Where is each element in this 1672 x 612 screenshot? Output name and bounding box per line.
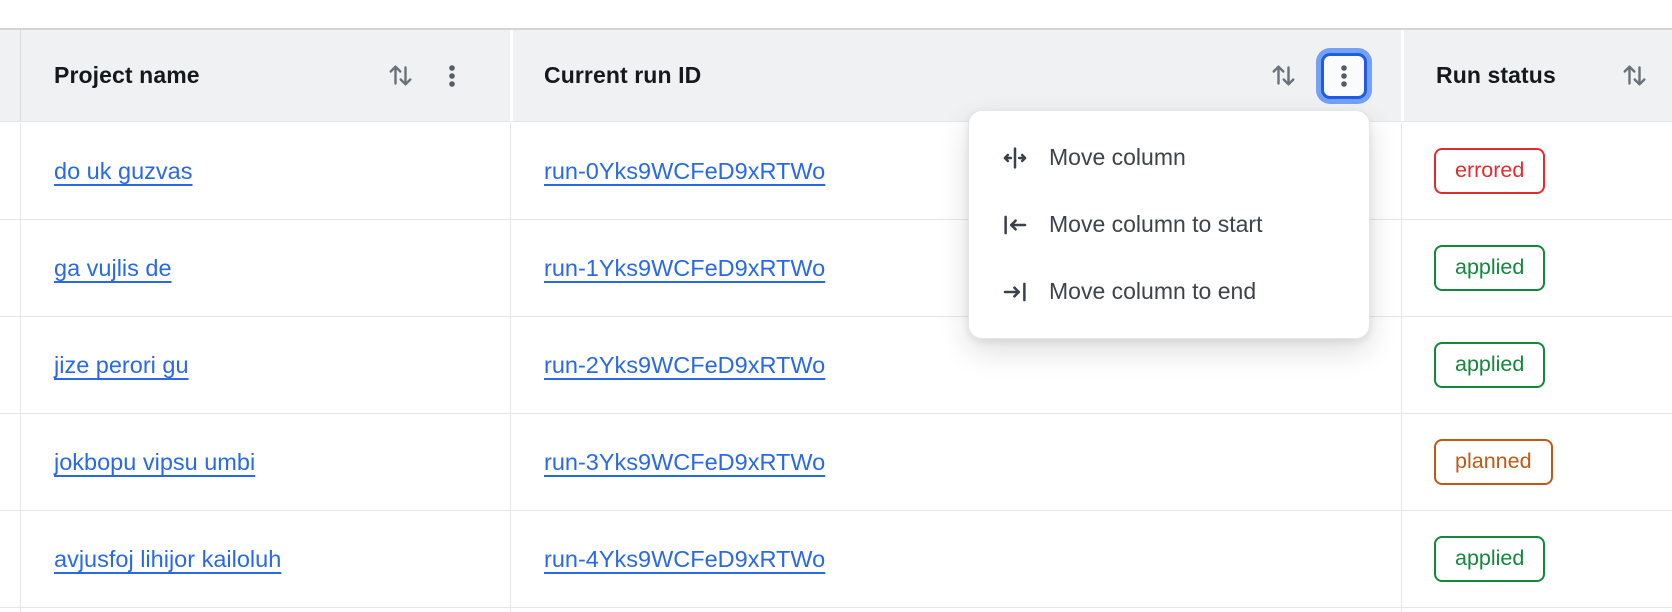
sort-arrows-icon	[385, 59, 416, 92]
move-column-to-end-icon	[1000, 277, 1030, 307]
kebab-icon	[443, 60, 461, 92]
project-name-cell: ga vujlis de	[21, 220, 511, 316]
gutter-cell	[0, 123, 21, 219]
gutter-cell	[0, 317, 21, 413]
sort-button[interactable]	[384, 59, 416, 93]
run-id-link[interactable]: run-2Yks9WCFeD9xRTWo	[544, 351, 826, 378]
column-header-project-name: Project name	[21, 30, 510, 121]
gutter-cell	[0, 414, 21, 510]
column-header-current-run-id: Current run ID	[513, 30, 1401, 121]
project-link[interactable]: do uk guzvas	[54, 157, 193, 184]
sort-arrows-icon	[1268, 59, 1299, 92]
column-options-button[interactable]	[442, 59, 462, 93]
menu-item[interactable]: Move column to end	[969, 258, 1369, 325]
run-status-cell: planned	[1402, 414, 1672, 510]
table-header: Project name Current ru	[0, 30, 1672, 122]
run-id-cell: run-3Yks9WCFeD9xRTWo	[511, 414, 1402, 510]
run-id-link[interactable]: run-3Yks9WCFeD9xRTWo	[544, 448, 826, 475]
column-options-button-focused[interactable]	[1321, 52, 1367, 99]
table-row: ga vujlis de run-1Yks9WCFeD9xRTWo applie…	[0, 220, 1672, 317]
run-status-cell	[1402, 608, 1672, 612]
project-name-cell: do uk guzvas	[21, 123, 511, 219]
project-link[interactable]: jokbopu vipsu umbi	[54, 448, 256, 475]
kebab-icon	[1335, 60, 1353, 92]
project-link[interactable]: jize perori gu	[54, 351, 189, 378]
move-column-to-start-icon	[1000, 210, 1030, 240]
run-id-link[interactable]: run-1Yks9WCFeD9xRTWo	[544, 254, 826, 281]
run-id-cell: run-0Yks9WCFeD9xRTWo	[511, 123, 1402, 219]
run-status-badge: applied	[1434, 244, 1546, 292]
run-status-cell: errored	[1402, 123, 1672, 219]
gutter-header-cell	[0, 30, 21, 121]
sort-arrows-icon	[1619, 59, 1650, 92]
column-header-run-status: Run status	[1404, 30, 1672, 121]
column-context-menu: Move column Move column to start Move co…	[968, 110, 1370, 339]
run-id-cell: run-2Yks9WCFeD9xRTWo	[511, 317, 1402, 413]
table-row	[0, 608, 1672, 612]
column-label: Current run ID	[544, 62, 702, 88]
gutter-cell	[0, 511, 21, 607]
header-column-gap	[510, 30, 513, 121]
table-row: jize perori gu run-2Yks9WCFeD9xRTWo appl…	[0, 317, 1672, 414]
run-status-badge: errored	[1434, 147, 1546, 195]
run-status-badge: applied	[1434, 341, 1546, 389]
table-row: avjusfoj lihijor kailoluh run-4Yks9WCFeD…	[0, 511, 1672, 608]
run-id-link[interactable]: run-0Yks9WCFeD9xRTWo	[544, 157, 826, 184]
project-name-cell	[21, 608, 511, 612]
move-column-icon	[1000, 143, 1030, 173]
column-label: Project name	[54, 62, 200, 88]
run-id-link[interactable]: run-4Yks9WCFeD9xRTWo	[544, 545, 826, 572]
project-link[interactable]: avjusfoj lihijor kailoluh	[54, 545, 282, 572]
run-status-cell: applied	[1402, 511, 1672, 607]
project-link[interactable]: ga vujlis de	[54, 254, 172, 281]
run-id-cell: run-1Yks9WCFeD9xRTWo	[511, 220, 1402, 316]
run-status-badge: planned	[1434, 438, 1553, 486]
header-column-gap	[1401, 30, 1404, 121]
column-label: Run status	[1436, 62, 1556, 88]
run-status-badge: applied	[1434, 535, 1546, 583]
project-name-cell: jize perori gu	[21, 317, 511, 413]
run-id-cell	[511, 608, 1402, 612]
menu-item[interactable]: Move column to start	[969, 191, 1369, 258]
run-id-cell: run-4Yks9WCFeD9xRTWo	[511, 511, 1402, 607]
table-row: jokbopu vipsu umbi run-3Yks9WCFeD9xRTWo …	[0, 414, 1672, 511]
run-status-cell: applied	[1402, 317, 1672, 413]
project-name-cell: jokbopu vipsu umbi	[21, 414, 511, 510]
project-name-cell: avjusfoj lihijor kailoluh	[21, 511, 511, 607]
table-row: do uk guzvas run-0Yks9WCFeD9xRTWo errore…	[0, 123, 1672, 220]
sort-button[interactable]	[1618, 59, 1650, 93]
gutter-cell	[0, 608, 21, 612]
run-status-cell: applied	[1402, 220, 1672, 316]
gutter-cell	[0, 220, 21, 316]
menu-item[interactable]: Move column	[969, 124, 1369, 191]
sort-button[interactable]	[1267, 59, 1299, 93]
table-body: do uk guzvas run-0Yks9WCFeD9xRTWo errore…	[0, 123, 1672, 612]
table-top-border	[0, 28, 1672, 30]
